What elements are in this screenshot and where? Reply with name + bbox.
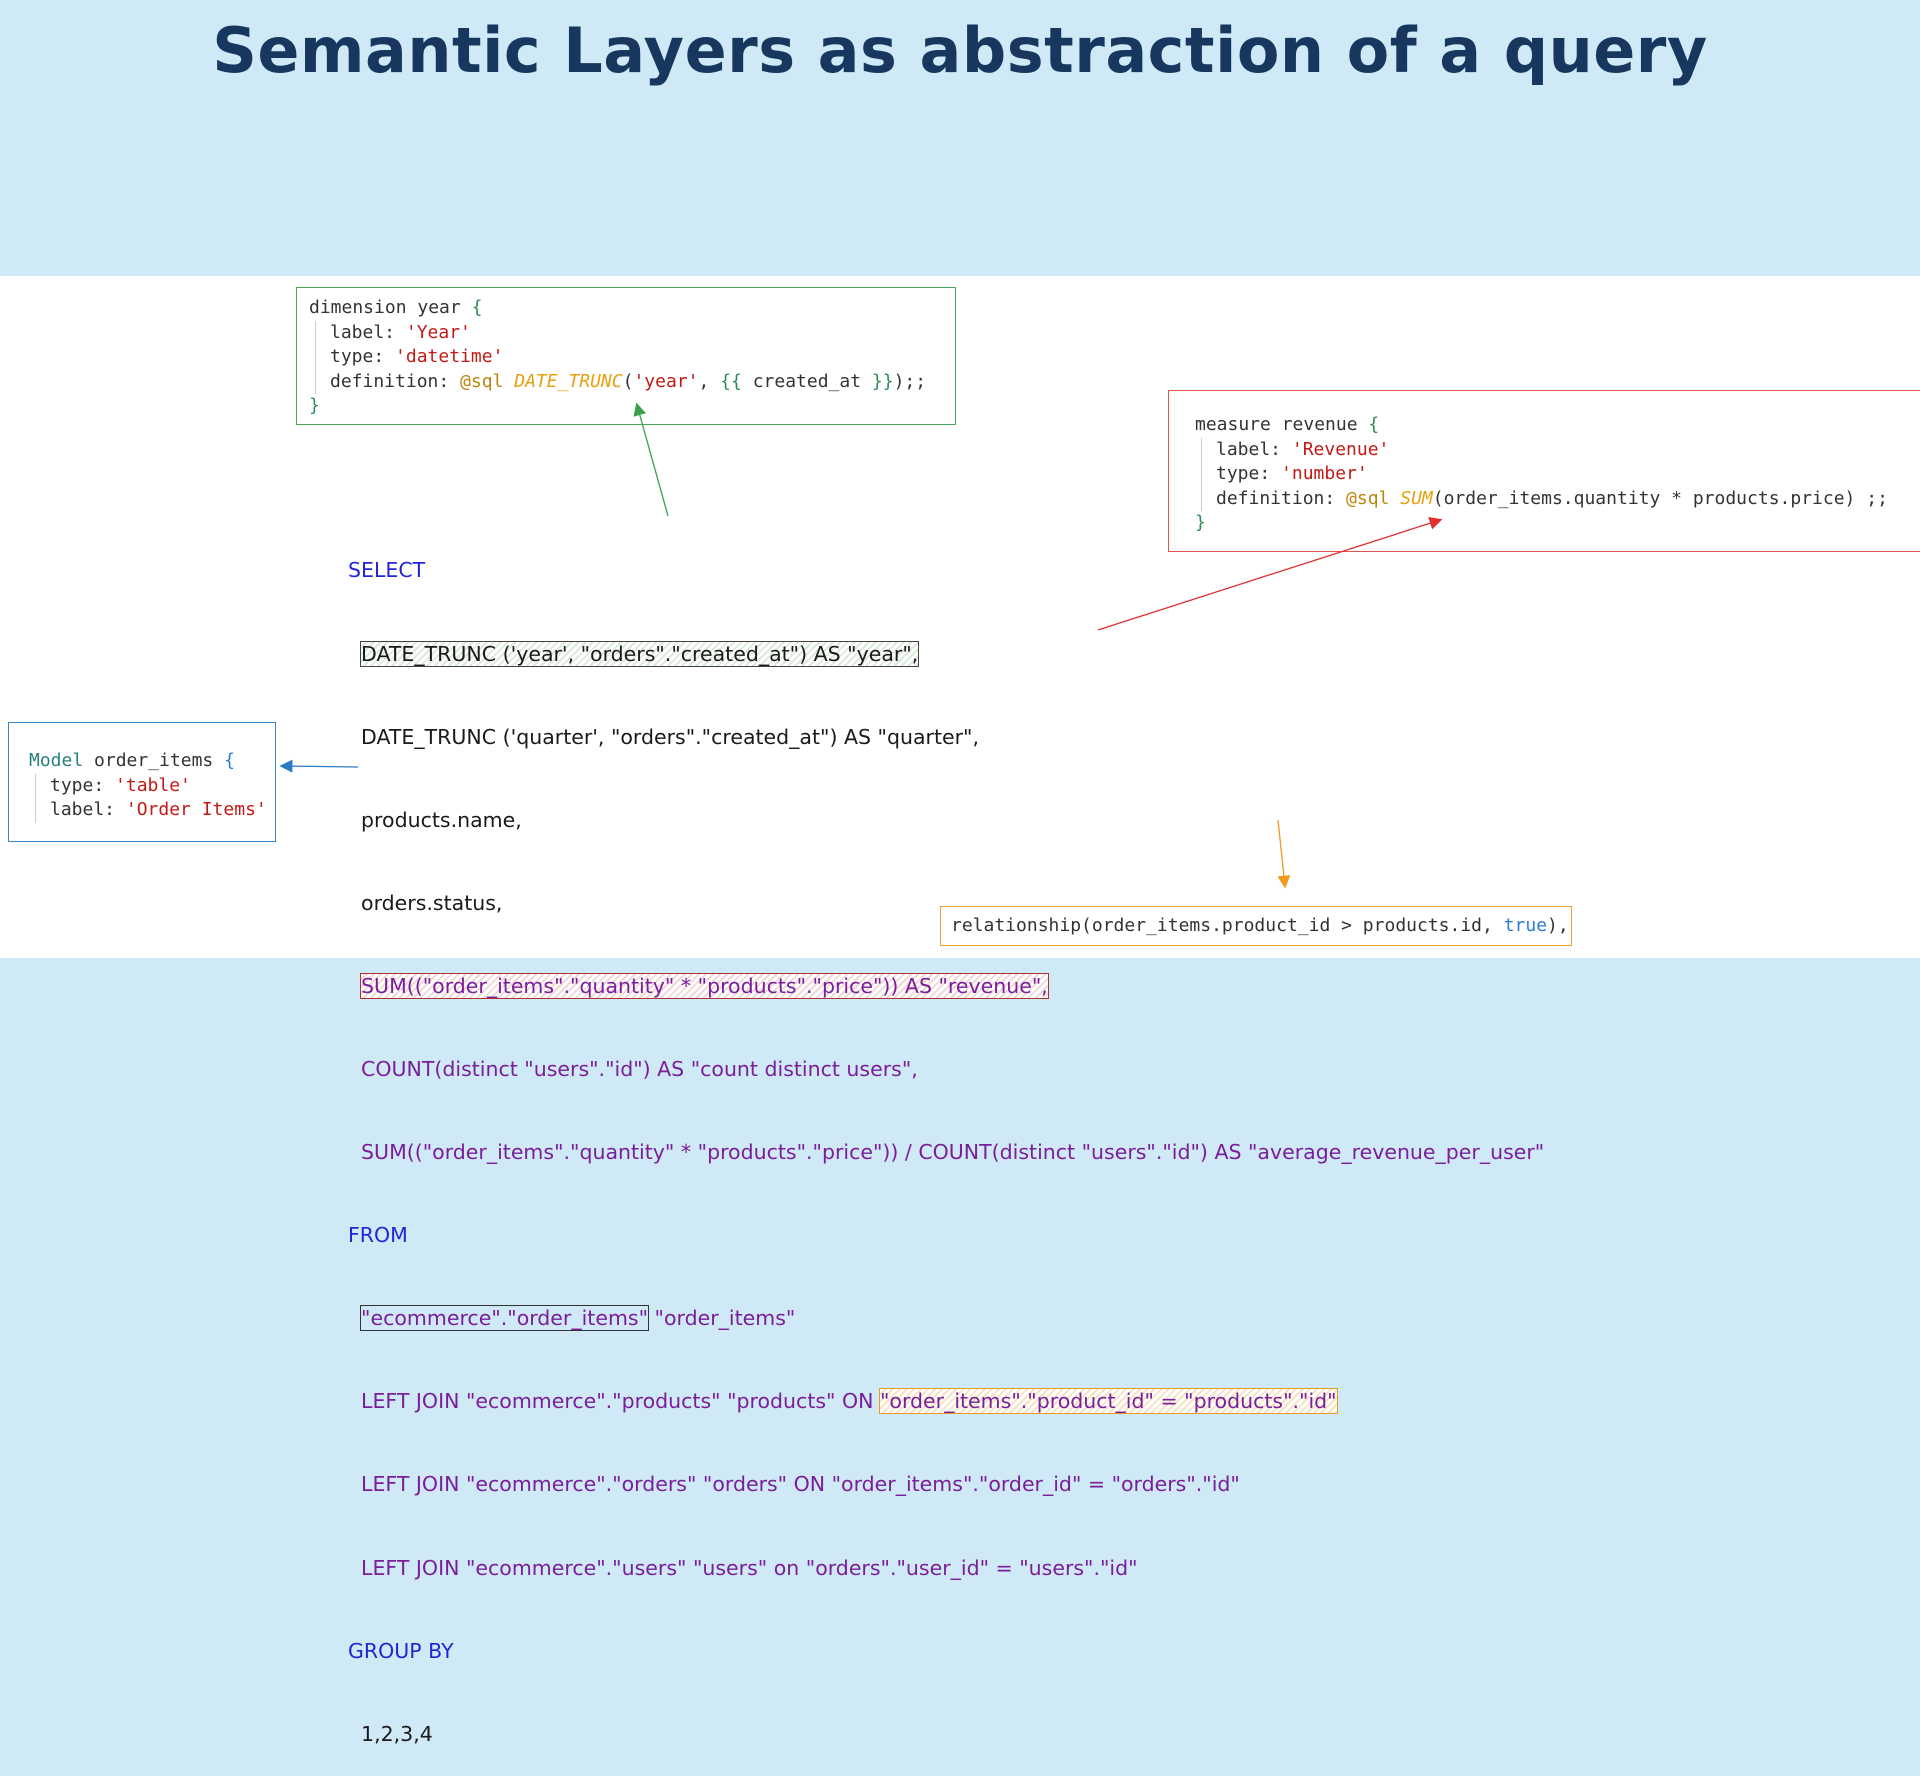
relationship-highlight: "order_items"."product_id" = "products".… xyxy=(878,1388,1338,1415)
open-brace: { xyxy=(1368,414,1380,435)
model-table-highlight: "ecommerce"."order_items" xyxy=(360,1305,650,1332)
measure-body: label: 'Revenue' type: 'number' definition… xyxy=(1201,437,1920,511)
type-key: type: xyxy=(50,774,116,796)
sql-annotation: @sql xyxy=(460,370,515,392)
type-key: type: xyxy=(1216,463,1282,484)
model-header-line: Model order_items { xyxy=(29,749,275,774)
label-key: label: xyxy=(330,321,406,343)
sql-annotation: @sql xyxy=(1346,487,1401,509)
sql-join-orders: LEFT JOIN "ecommerce"."orders" "orders" … xyxy=(361,1472,1240,1497)
relationship-box: relationship(order_items.product_id > pr… xyxy=(940,906,1572,946)
type-value: 'datetime' xyxy=(395,346,504,367)
function-name: SUM xyxy=(1400,487,1433,509)
sql-group-columns: 1,2,3,4 xyxy=(361,1721,433,1746)
type-value: 'table' xyxy=(115,774,191,796)
label-key: label: xyxy=(50,799,126,820)
template-close: }} xyxy=(871,370,894,392)
template-field: created_at xyxy=(741,370,872,392)
sql-line-product-name: products.name, xyxy=(361,807,522,832)
close-brace: } xyxy=(309,395,320,416)
model-body: type: 'table' label: 'Order Items' xyxy=(35,773,275,823)
select-keyword: SELECT xyxy=(348,558,426,583)
measure-keyword: measure revenue xyxy=(1195,414,1369,435)
type-key: type: xyxy=(330,346,396,367)
label-value: 'Year' xyxy=(405,321,471,343)
sql-line-revenue: SUM(("order_items"."quantity" * "product… xyxy=(361,973,1048,998)
revenue-measure-highlight: SUM(("order_items"."quantity" * "product… xyxy=(360,972,1049,999)
relationship-bool: true xyxy=(1503,915,1548,936)
label-key: label: xyxy=(1216,438,1292,460)
open-brace: { xyxy=(471,297,483,318)
paren: ( xyxy=(622,370,634,392)
label-value: 'Revenue' xyxy=(1291,438,1390,460)
year-dimension-highlight: DATE_TRUNC ('year', "orders"."created_at… xyxy=(360,640,920,667)
measure-header-line: measure revenue { xyxy=(1195,413,1920,438)
template-open: {{ xyxy=(720,370,742,392)
model-name: order_items xyxy=(94,750,225,771)
definition-expression: (order_items.quantity * products.price) … xyxy=(1432,487,1888,509)
sql-line-order-status: orders.status, xyxy=(361,890,503,915)
sql-line-quarter: DATE_TRUNC ('quarter', "orders"."created… xyxy=(361,724,979,749)
comma: , xyxy=(698,370,721,392)
measure-revenue-box: measure revenue {label: 'Revenue'type: '… xyxy=(1168,390,1920,552)
sql-from-alias: "order_items" xyxy=(648,1306,796,1331)
sql-join-products: LEFT JOIN "ecommerce"."products" "produc… xyxy=(361,1389,880,1414)
function-arg: 'year' xyxy=(633,370,699,392)
slide-title: Semantic Layers as abstraction of a quer… xyxy=(212,14,1708,87)
model-keyword: Model xyxy=(29,750,95,771)
sql-line-count-users: COUNT(distinct "users"."id") AS "count d… xyxy=(361,1056,918,1081)
type-value: 'number' xyxy=(1281,463,1368,484)
from-keyword: FROM xyxy=(348,1223,408,1248)
dimension-keyword: dimension year xyxy=(309,297,472,318)
open-brace: { xyxy=(224,750,235,771)
relationship-text: relationship(order_items.product_id > pr… xyxy=(951,915,1504,936)
label-value: 'Order Items' xyxy=(125,799,267,820)
dimension-body: label: 'Year' type: 'datetime' definition:… xyxy=(315,320,955,394)
sql-join-condition: "order_items"."product_id" = "products".… xyxy=(879,1389,1337,1414)
sql-line-avg-revenue: SUM(("order_items"."quantity" * "product… xyxy=(361,1140,1545,1165)
function-name: DATE_TRUNC xyxy=(514,370,623,392)
definition-key: definition: xyxy=(330,370,461,392)
definition-end: );; xyxy=(893,370,927,392)
dimension-year-box: dimension year {label: 'Year'type: 'date… xyxy=(296,287,956,425)
dimension-header-line: dimension year { xyxy=(309,296,955,321)
sql-from-table: "ecommerce"."order_items" xyxy=(361,1306,649,1331)
sql-join-users: LEFT JOIN "ecommerce"."users" "users" on… xyxy=(361,1555,1138,1580)
sql-line-year: DATE_TRUNC ('year', "orders"."created_at… xyxy=(361,641,919,666)
model-order-items-box: Model order_items {type: 'table'label: '… xyxy=(8,722,276,842)
relationship-end: ), xyxy=(1547,915,1569,936)
group-by-keyword: GROUP BY xyxy=(348,1638,454,1663)
sql-query: SELECT DATE_TRUNC ('year', "orders"."cre… xyxy=(348,502,1544,1776)
definition-key: definition: xyxy=(1216,487,1347,509)
